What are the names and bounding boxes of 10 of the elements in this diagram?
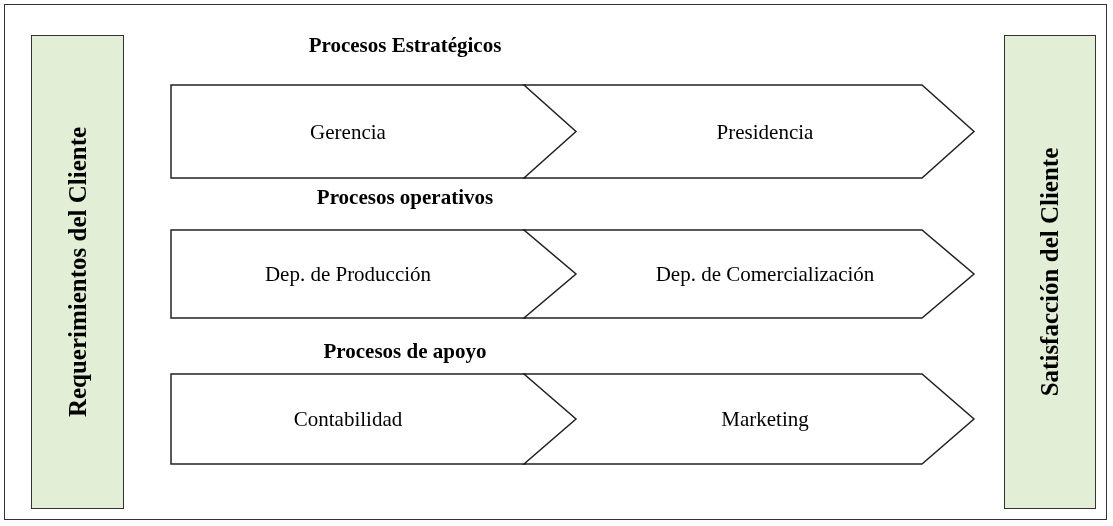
- section-heading: Procesos Estratégicos: [308, 33, 502, 58]
- process-label: Presidencia: [716, 119, 814, 144]
- section-heading: Procesos de apoyo: [323, 339, 487, 364]
- band-label: Satisfacción del Cliente: [1036, 147, 1064, 397]
- section-heading: Procesos operativos: [316, 185, 494, 210]
- process-label: Marketing: [721, 406, 809, 432]
- side-band: [31, 35, 124, 509]
- side-band: [1004, 35, 1096, 509]
- band-label: Requerimientos del Cliente: [63, 126, 92, 418]
- process-label: Dep. de Comercialización: [655, 261, 875, 287]
